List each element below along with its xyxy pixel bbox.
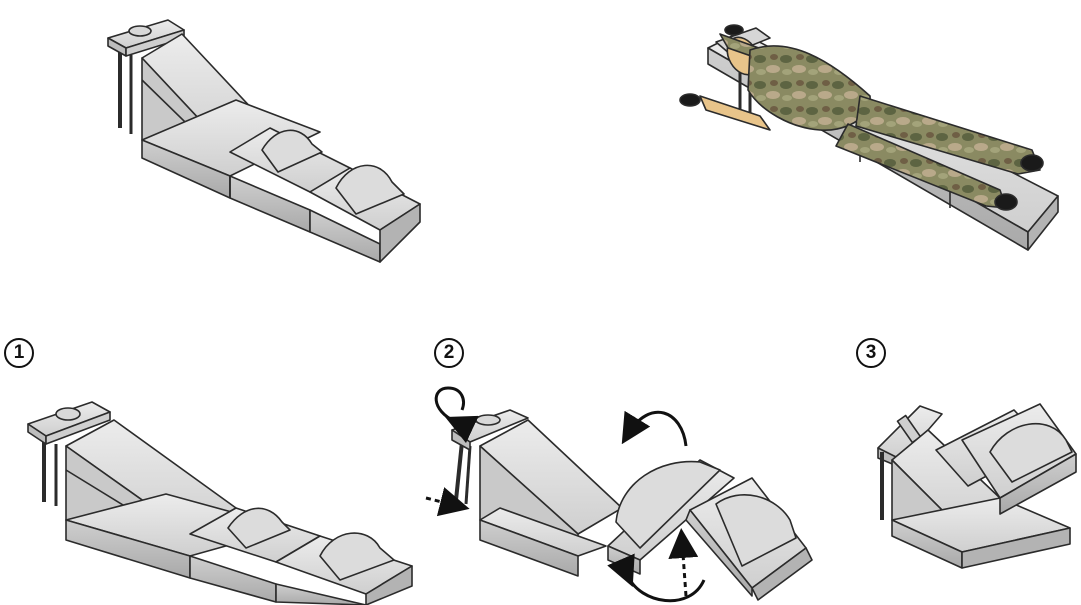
middle-fold-arrow <box>628 412 686 446</box>
headrest-rotate-arrow <box>436 388 463 422</box>
step-1-assembled-stretcher <box>28 402 412 605</box>
stretcher-assembled-top <box>108 20 420 262</box>
step-3-label: 3 <box>856 338 886 368</box>
step-2-folding-stretcher <box>452 410 812 600</box>
foot-fold-arrow <box>628 576 704 601</box>
strut-dashed-arrow <box>426 498 458 506</box>
stretcher-with-patient <box>680 25 1058 250</box>
step-2-label: 2 <box>434 338 464 368</box>
step-3-folded-stretcher <box>878 404 1076 568</box>
step-1-label: 1 <box>4 338 34 368</box>
push-dashed-arrow <box>682 540 686 596</box>
